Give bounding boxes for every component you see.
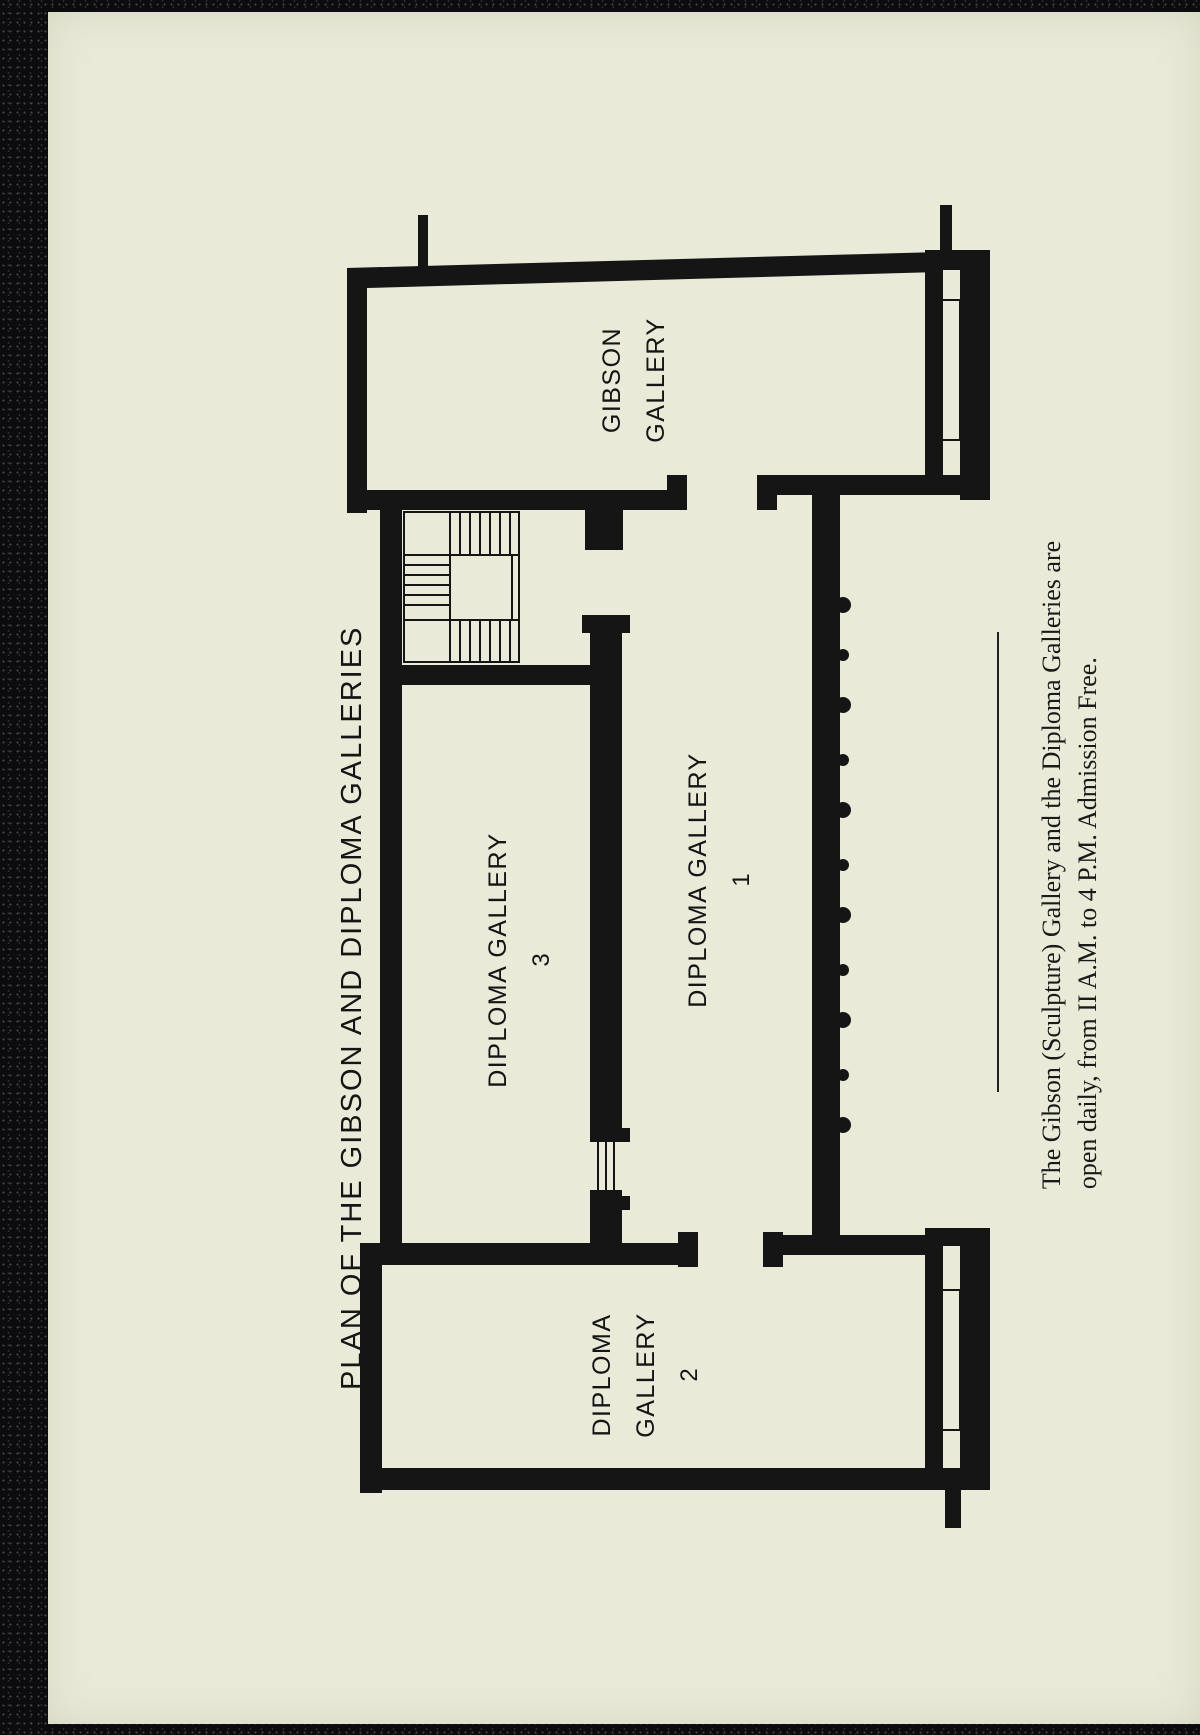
room-name-line1: GIBSON: [598, 326, 626, 434]
stair-treads-top: [449, 512, 511, 555]
spine-sash-b: [590, 1196, 630, 1210]
walls: [347, 205, 990, 1528]
stair-treads-left: [404, 564, 450, 606]
plan-card: [48, 12, 1200, 1724]
room-name-line2: GALLERY: [632, 1312, 660, 1438]
vestibule-left-outer: [960, 1228, 990, 1490]
caption-line2: open daily, from II A.M. to 4 P.M. Admis…: [1073, 657, 1102, 1190]
stair-treads-bottom: [449, 620, 511, 662]
room-name-line1: DIPLOMA: [588, 1313, 616, 1437]
stairs: [403, 299, 961, 1431]
room-label-diploma-2: DIPLOMA GALLERY 2: [580, 1312, 712, 1437]
outer-long-wall: [380, 505, 402, 1245]
spine-wall: [590, 620, 622, 1140]
room-name-line1: DIPLOMA GALLERY: [484, 832, 512, 1088]
room-number: 3: [528, 953, 555, 967]
room-name-line2: GALLERY: [642, 317, 670, 443]
vestibule-right-bottom: [925, 475, 985, 495]
diploma2-top-wall: [360, 1243, 695, 1265]
gibson-top-stub: [418, 215, 428, 273]
diploma2-left-wall: [360, 1468, 960, 1490]
plan-title: PLAN OF THE GIBSON AND DIPLOMA GALLERIES: [336, 625, 368, 1390]
vestibule-right-top: [925, 250, 985, 270]
room-number: 1: [728, 873, 755, 887]
outer-bottom-wall: [812, 495, 840, 1235]
diploma2-top-wall-b: [763, 1235, 943, 1255]
d2-door-post-a: [678, 1232, 698, 1267]
room-name-line1: DIPLOMA GALLERY: [684, 752, 712, 1008]
caption-line1: The Gibson (Sculpture) Gallery and the D…: [1037, 540, 1066, 1190]
spine-sash-a: [590, 1128, 630, 1142]
divider-rule: [997, 632, 999, 1092]
wall-piers: [835, 597, 851, 1133]
room-label-gibson: GIBSON GALLERY: [590, 317, 678, 442]
gibson-bottom-wall-b: [757, 475, 937, 495]
spine-cap-top: [582, 615, 630, 633]
gibson-top-wall: [347, 268, 367, 513]
vestibule-left-top: [925, 1228, 985, 1246]
caption: The Gibson (Sculpture) Gallery and the D…: [1034, 541, 1106, 1189]
pier-1: [585, 505, 623, 550]
room-label-diploma-1: DIPLOMA GALLERY 1: [676, 752, 764, 1007]
gibson-door-post-a: [667, 475, 687, 510]
vestibule-right-outer: [960, 250, 990, 500]
stair-bottom-wall: [402, 665, 592, 685]
vestibule-left-stub: [945, 1478, 961, 1528]
room-number: 2: [676, 1368, 703, 1382]
room-label-diploma-3: DIPLOMA GALLERY 3: [476, 832, 564, 1087]
diploma2-right-wall: [360, 1243, 382, 1493]
gibson-left-wall: [347, 252, 940, 288]
gibson-left-stub: [940, 205, 952, 260]
